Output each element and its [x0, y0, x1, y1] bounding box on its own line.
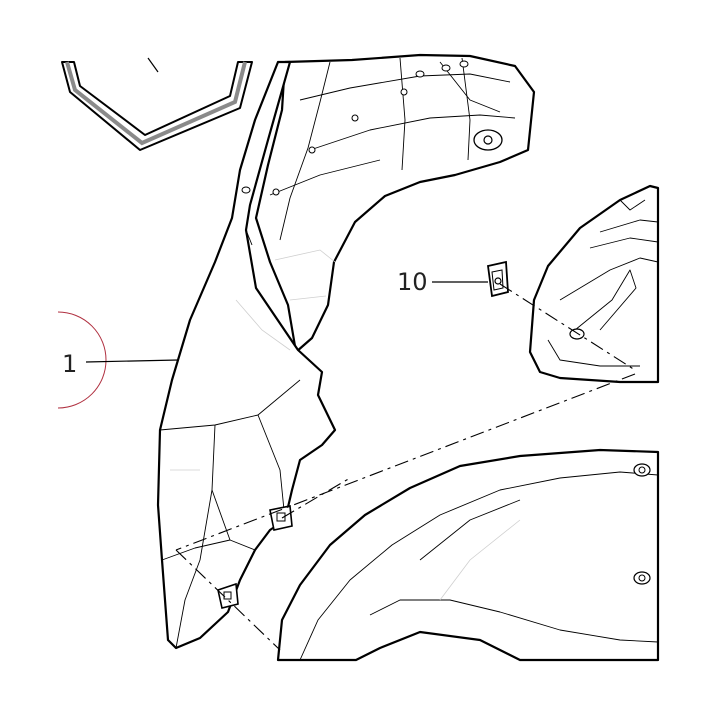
assembly-lines: [175, 283, 636, 651]
callout-1-leader: [85, 359, 179, 363]
upper-tab-line: [281, 477, 351, 519]
upper-duct-housing: [254, 53, 536, 354]
speed-nut-clip: [486, 260, 509, 298]
lower-inner-fairing: [276, 448, 660, 662]
gasket-ring: [61, 57, 253, 151]
bracket-to-panel-line: [175, 373, 636, 551]
callout-1: 1: [62, 350, 179, 378]
panel-mount-tab-lower: [217, 582, 239, 609]
right-inner-bracket: [528, 184, 660, 384]
fairing-side-panel: [156, 60, 337, 650]
duct-clip-holes: [272, 60, 469, 196]
callout-10: 10: [397, 268, 488, 296]
callout-10-number: 10: [397, 268, 428, 296]
callout-highlight-circle: [57, 311, 107, 409]
callout-1-number: 1: [62, 350, 77, 378]
panel-to-fairing-line: [175, 549, 281, 651]
duct-mount-boss: [473, 129, 503, 151]
